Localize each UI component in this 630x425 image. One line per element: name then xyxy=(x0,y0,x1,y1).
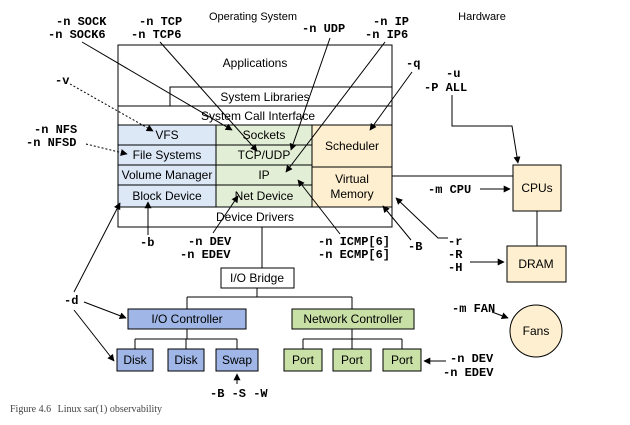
port-3-label: Port xyxy=(391,353,414,367)
net-device-label: Net Device xyxy=(235,189,294,203)
disk-1-box xyxy=(116,348,154,372)
cpus-label: CPUs xyxy=(521,181,552,195)
opt-v: -v xyxy=(55,74,69,88)
system-libraries-label: System Libraries xyxy=(220,90,309,104)
arrow-r-to-os xyxy=(395,197,448,239)
system-call-interface-label: System Call Interface xyxy=(201,109,315,123)
arrow-dev xyxy=(212,195,239,234)
swap-label: Swap xyxy=(222,353,252,367)
port-2-label: Port xyxy=(341,353,364,367)
hw-header: Hardware xyxy=(458,11,506,23)
figure-caption-label: Figure 4.6 xyxy=(10,404,51,415)
opt-B: -B xyxy=(408,240,422,254)
tcp-udp-label: TCP/UDP xyxy=(238,148,291,162)
port-1-box xyxy=(283,348,323,372)
arrow-icmp xyxy=(297,179,341,235)
figure-caption-text: Linux sar(1) observability xyxy=(58,404,162,415)
opt-q: -q xyxy=(406,57,420,71)
opt-dev-1: -n DEV xyxy=(188,235,232,249)
applications-label: Applications xyxy=(223,56,288,70)
opt-r-2: -R xyxy=(448,248,463,262)
opt-m-fan: -m FAN xyxy=(452,302,495,316)
opt-sock-1: -n SOCK xyxy=(56,15,107,29)
opt-ip-1: -n IP xyxy=(373,15,409,29)
opt-bsw: -B -S -W xyxy=(210,387,268,401)
opt-m-cpu: -m CPU xyxy=(428,183,471,197)
disk-1-label: Disk xyxy=(123,353,147,367)
arrow-sock xyxy=(81,41,233,131)
arrow-d-to-block xyxy=(73,202,121,293)
disk-2-label: Disk xyxy=(174,353,198,367)
ip-label: IP xyxy=(258,168,269,182)
arrow-udp xyxy=(289,37,331,151)
file-systems-label: File Systems xyxy=(133,148,202,162)
opt-b: -b xyxy=(140,236,154,250)
virtual-memory-label-1: Virtual xyxy=(335,172,369,186)
fans-circle xyxy=(509,304,563,358)
opt-u-2: -P ALL xyxy=(424,81,467,95)
opt-r-3: -H xyxy=(448,261,462,275)
io-controller-label: I/O Controller xyxy=(151,312,222,326)
opt-udp: -n UDP xyxy=(302,22,345,36)
port-3-box xyxy=(382,348,422,372)
arrow-tcp xyxy=(159,41,258,152)
virtual-memory-label-2: Memory xyxy=(330,187,373,201)
opt-icmp-1: -n ICMP[6] xyxy=(318,235,390,249)
vfs-label: VFS xyxy=(155,128,178,142)
dram-label: DRAM xyxy=(518,257,553,271)
opt-port-dev-1: -n DEV xyxy=(450,352,494,366)
device-drivers-label: Device Drivers xyxy=(216,210,294,224)
scheduler-label: Scheduler xyxy=(325,139,379,153)
disk-2-box xyxy=(167,348,205,372)
arrow-d-to-disk xyxy=(73,309,115,362)
arrow-B xyxy=(382,205,412,241)
os-header: Operating System xyxy=(209,11,297,23)
opt-d: -d xyxy=(64,294,78,308)
opt-dev-2: -n EDEV xyxy=(180,248,231,262)
arrow-d-to-io xyxy=(83,301,127,320)
block-device-label: Block Device xyxy=(132,189,202,203)
port-2-box xyxy=(332,348,372,372)
opt-tcp-2: -n TCP6 xyxy=(131,28,181,42)
opt-ip-2: -n IP6 xyxy=(365,28,408,42)
swap-box xyxy=(215,348,259,372)
arrow-q xyxy=(369,71,413,131)
scheduler-box xyxy=(311,124,393,168)
network-controller-label: Network Controller xyxy=(303,312,402,326)
opt-nfs-1: -n NFS xyxy=(34,123,77,137)
arrow-m-fan xyxy=(491,311,509,320)
dram-box xyxy=(506,245,567,283)
opt-r-1: -r xyxy=(448,235,462,249)
arrow-nfs xyxy=(85,143,128,156)
opt-port-dev-2: -n EDEV xyxy=(443,366,494,380)
figure-caption: Figure 4.6 Linux sar(1) observability xyxy=(10,404,162,415)
opt-tcp-1: -n TCP xyxy=(139,15,182,29)
volume-manager-label: Volume Manager xyxy=(122,168,213,182)
port-1-label: Port xyxy=(292,353,315,367)
io-bridge-label: I/O Bridge xyxy=(230,271,284,285)
sockets-label: Sockets xyxy=(243,128,286,142)
opt-nfs-2: -n NFSD xyxy=(26,136,76,150)
fans-label: Fans xyxy=(523,324,550,338)
arrow-u xyxy=(451,95,521,164)
network-controller-box xyxy=(291,308,415,330)
virtual-memory-box xyxy=(311,166,393,208)
opt-sock-2: -n SOCK6 xyxy=(48,28,106,42)
arrow-ip xyxy=(285,41,386,173)
opt-u-1: -u xyxy=(446,67,460,81)
opt-icmp-2: -n ECMP[6] xyxy=(318,248,390,262)
